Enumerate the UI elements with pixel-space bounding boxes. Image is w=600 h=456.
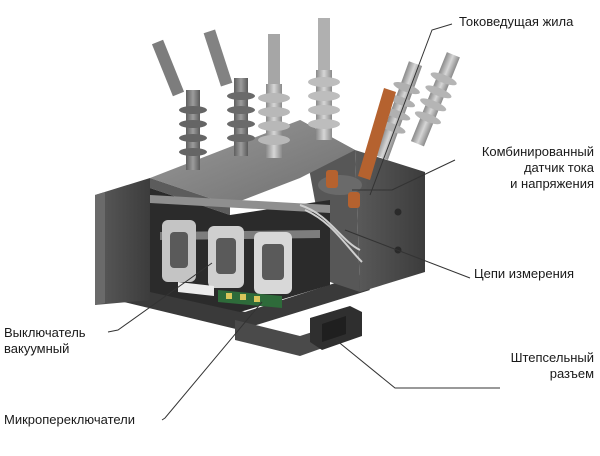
leader-microswitch: [161, 301, 263, 421]
label-vacuum-breaker: Выключатель вакуумный: [4, 325, 86, 357]
vacuum-interrupters: [162, 220, 292, 294]
insulator-1: [151, 39, 207, 170]
label-plug-connector: Штепсельный разъем: [490, 350, 594, 382]
leader-lines: [107, 23, 500, 421]
housing-base: [95, 275, 370, 356]
label-microswitches: Микропереключатели: [4, 412, 136, 427]
label-combined-sensor: Комбинированный датчик тока и напряжения: [458, 144, 594, 192]
label-sensor-line1: Комбинированный: [481, 144, 594, 159]
insulator-2: [203, 29, 255, 156]
label-conductor: Токоведущая жила: [459, 14, 574, 29]
label-connector-line1: Штепсельный: [510, 350, 594, 365]
measurement-cables: [299, 204, 363, 263]
combined-sensor: [318, 170, 362, 208]
label-measurement: Цепи измерения: [474, 266, 575, 281]
label-vacuum-line1: Выключатель: [4, 325, 86, 340]
microswitch-board: [178, 282, 282, 308]
leader-measurement: [344, 229, 471, 279]
label-connector-line2: разъем: [549, 366, 594, 381]
insulator-4: [308, 18, 340, 140]
leader-connector: [335, 339, 500, 389]
insulators: [151, 18, 460, 180]
label-sensor-line3: и напряжения: [510, 176, 594, 191]
leader-vacuum: [107, 262, 213, 333]
housing-left-wall: [95, 178, 150, 305]
label-sensor-line2: датчик тока: [523, 160, 594, 175]
label-vacuum-line2: вакуумный: [4, 341, 70, 356]
leader-conductor: [369, 23, 453, 196]
insulator-6: [410, 52, 460, 147]
current-carrying-conductor: [358, 88, 396, 180]
leader-sensor: [352, 159, 456, 191]
insulator-3: [258, 34, 290, 158]
plug-connector-block: [310, 306, 362, 350]
